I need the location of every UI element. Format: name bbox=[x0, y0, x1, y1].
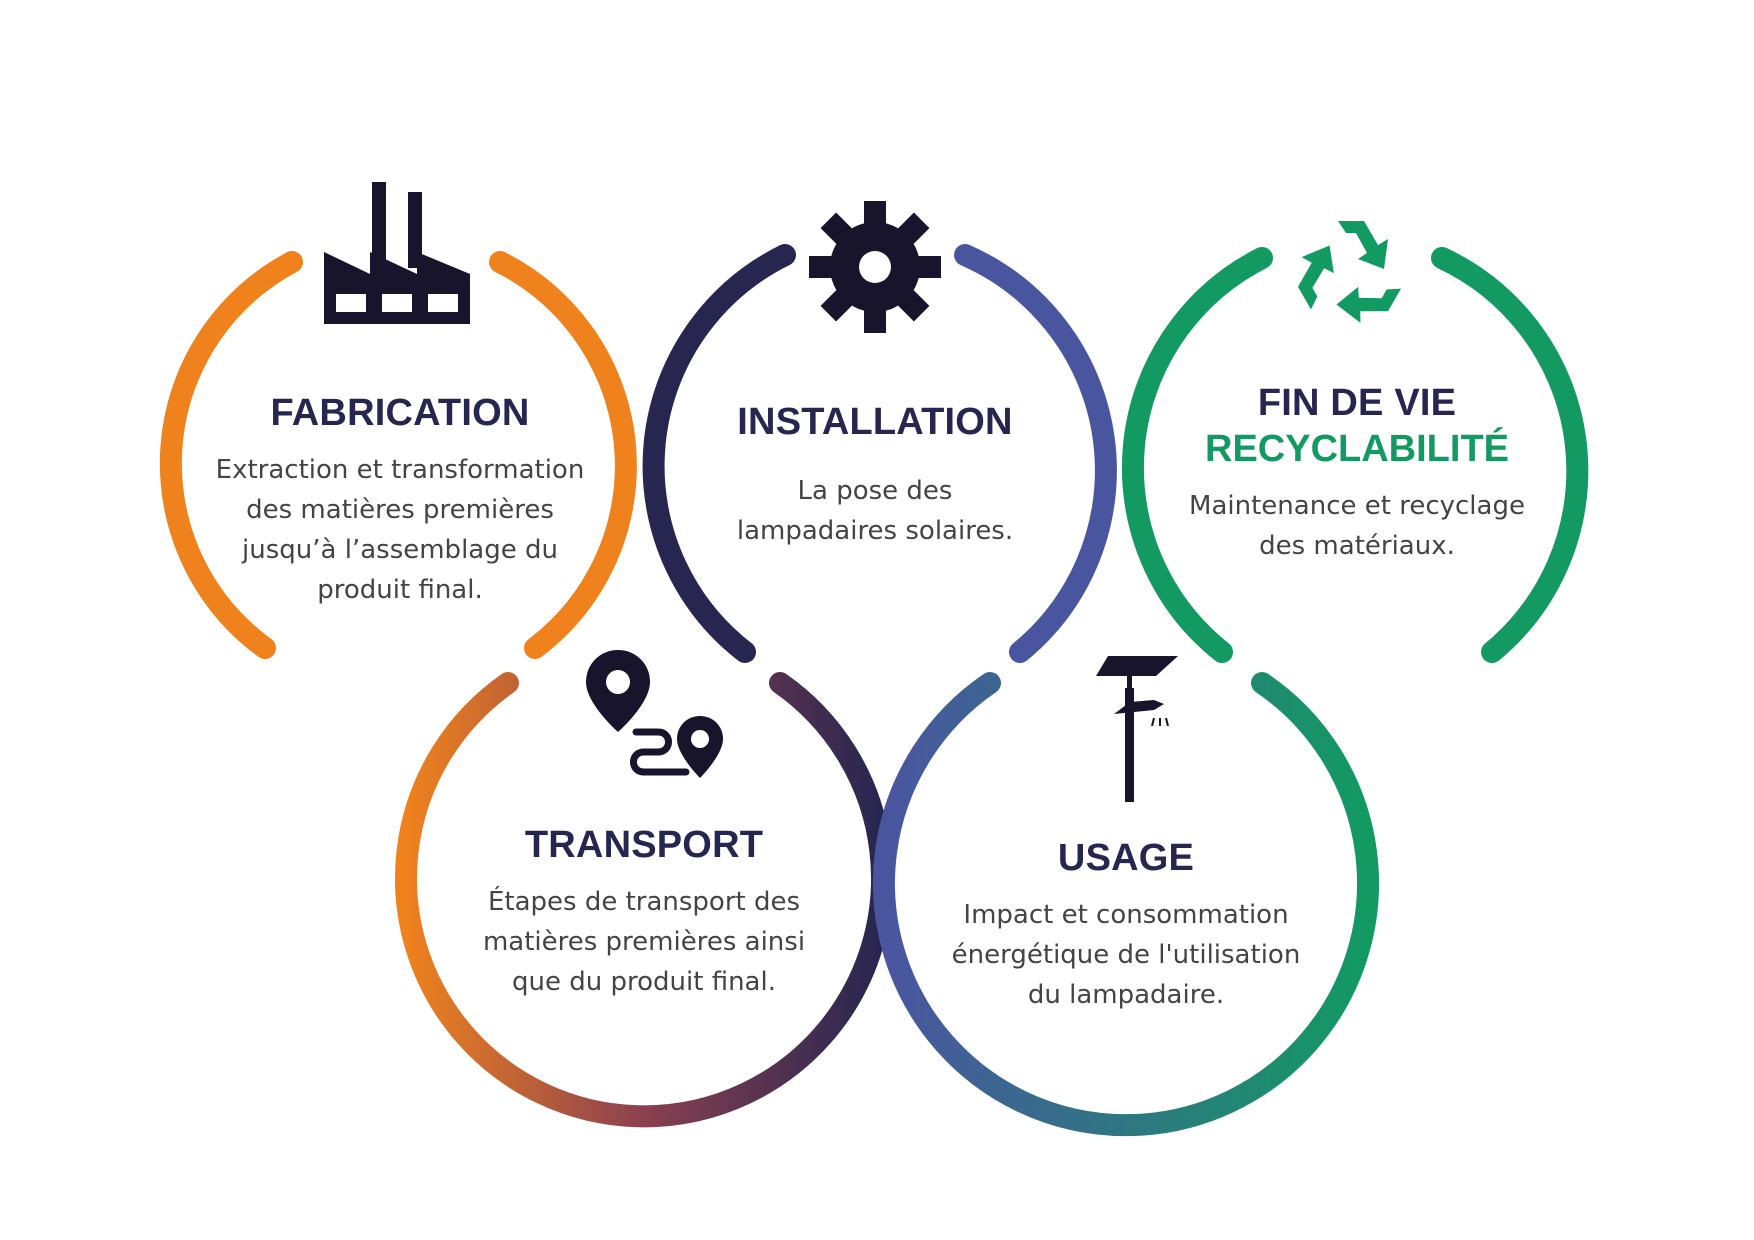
transport-desc-line: que du produit final. bbox=[512, 967, 776, 997]
fin-de-vie-ring-right-arc bbox=[1431, 247, 1589, 663]
usage-ring-arc bbox=[873, 672, 1379, 1137]
fabrication-ring-left-arc bbox=[159, 251, 303, 659]
installation-ring-right-arc bbox=[954, 244, 1117, 663]
fin-de-vie-desc-line: des matériaux. bbox=[1259, 531, 1455, 561]
usage-block: USAGE Impact et consommation énergétique… bbox=[906, 835, 1346, 1015]
recycle-icon bbox=[1297, 221, 1402, 323]
fabrication-ring-right-arc bbox=[489, 251, 637, 659]
transport-desc-line: Étapes de transport des bbox=[487, 887, 801, 917]
usage-description: Impact et consommation énergétique de l'… bbox=[906, 895, 1346, 1015]
transport-block: TRANSPORT Étapes de transport des matièr… bbox=[434, 822, 854, 1002]
transport-title: TRANSPORT bbox=[524, 824, 764, 866]
installation-desc-line: La pose des bbox=[797, 476, 953, 506]
installation-block: INSTALLATION La pose des lampadaires sol… bbox=[660, 399, 1090, 551]
installation-title: INSTALLATION bbox=[737, 401, 1013, 443]
route-pins-icon bbox=[586, 650, 723, 778]
usage-desc-line: énergétique de l'utilisation bbox=[951, 940, 1301, 970]
installation-description: La pose des lampadaires solaires. bbox=[660, 471, 1090, 551]
fabrication-block: FABRICATION Extraction et transformation… bbox=[180, 390, 620, 610]
installation-desc-line: lampadaires solaires. bbox=[736, 516, 1014, 546]
fabrication-title: FABRICATION bbox=[270, 392, 530, 434]
installation-ring-left-arc bbox=[642, 244, 796, 663]
fin-de-vie-subtitle: RECYCLABILITÉ bbox=[1205, 428, 1509, 470]
usage-title: USAGE bbox=[1057, 837, 1195, 879]
fin-de-vie-ring-left-arc bbox=[1121, 247, 1273, 663]
fin-de-vie-block: FIN DE VIE RECYCLABILITÉ Maintenance et … bbox=[1142, 380, 1572, 566]
fabrication-desc-line: jusqu’à l’assemblage du bbox=[242, 535, 558, 565]
usage-desc-line: du lampadaire. bbox=[1027, 980, 1225, 1010]
fabrication-desc-line: Extraction et transformation bbox=[215, 455, 585, 485]
transport-desc-line: matières premières ainsi bbox=[482, 927, 806, 957]
fin-de-vie-desc-line: Maintenance et recyclage bbox=[1189, 491, 1525, 521]
gear-icon bbox=[809, 201, 941, 333]
fin-de-vie-title: FIN DE VIE bbox=[1257, 382, 1457, 424]
transport-description: Étapes de transport des matières premièr… bbox=[434, 882, 854, 1002]
fin-de-vie-description: Maintenance et recyclage des matériaux. bbox=[1142, 486, 1572, 566]
factory-icon bbox=[324, 182, 470, 324]
fabrication-description: Extraction et transformation des matière… bbox=[180, 450, 620, 610]
fabrication-desc-line: produit final. bbox=[317, 575, 483, 605]
usage-desc-line: Impact et consommation bbox=[963, 900, 1289, 930]
fabrication-desc-line: des matières premières bbox=[246, 495, 554, 525]
solar-streetlight-icon bbox=[1096, 656, 1178, 802]
